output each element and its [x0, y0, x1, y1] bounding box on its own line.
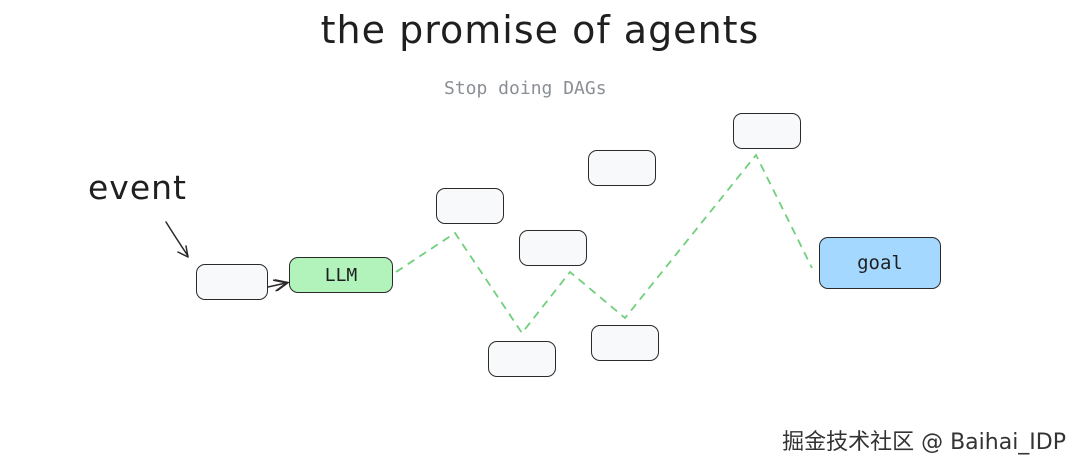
goal-label: goal	[857, 252, 903, 274]
step-node-2	[519, 230, 587, 266]
diagram-title: the promise of agents	[320, 8, 760, 52]
step-node-6	[733, 113, 801, 149]
event-arrow-head	[177, 245, 189, 258]
llm-node: LLM	[289, 257, 393, 293]
step-node-3	[488, 341, 556, 377]
diagram-subtitle: Stop doing DAGs	[444, 78, 607, 99]
step-node-1	[436, 188, 504, 224]
event-input-box	[196, 264, 268, 300]
agent-path	[395, 153, 813, 335]
watermark: 掘金技术社区 @ Baihai_IDP	[782, 430, 1066, 455]
llm-label: LLM	[324, 264, 358, 286]
event-arrow	[165, 221, 189, 257]
step-node-4	[588, 150, 656, 186]
event-label: event	[88, 168, 187, 207]
goal-node: goal	[819, 237, 941, 289]
step-node-5	[591, 325, 659, 361]
input-to-llm-arrow	[267, 283, 286, 287]
